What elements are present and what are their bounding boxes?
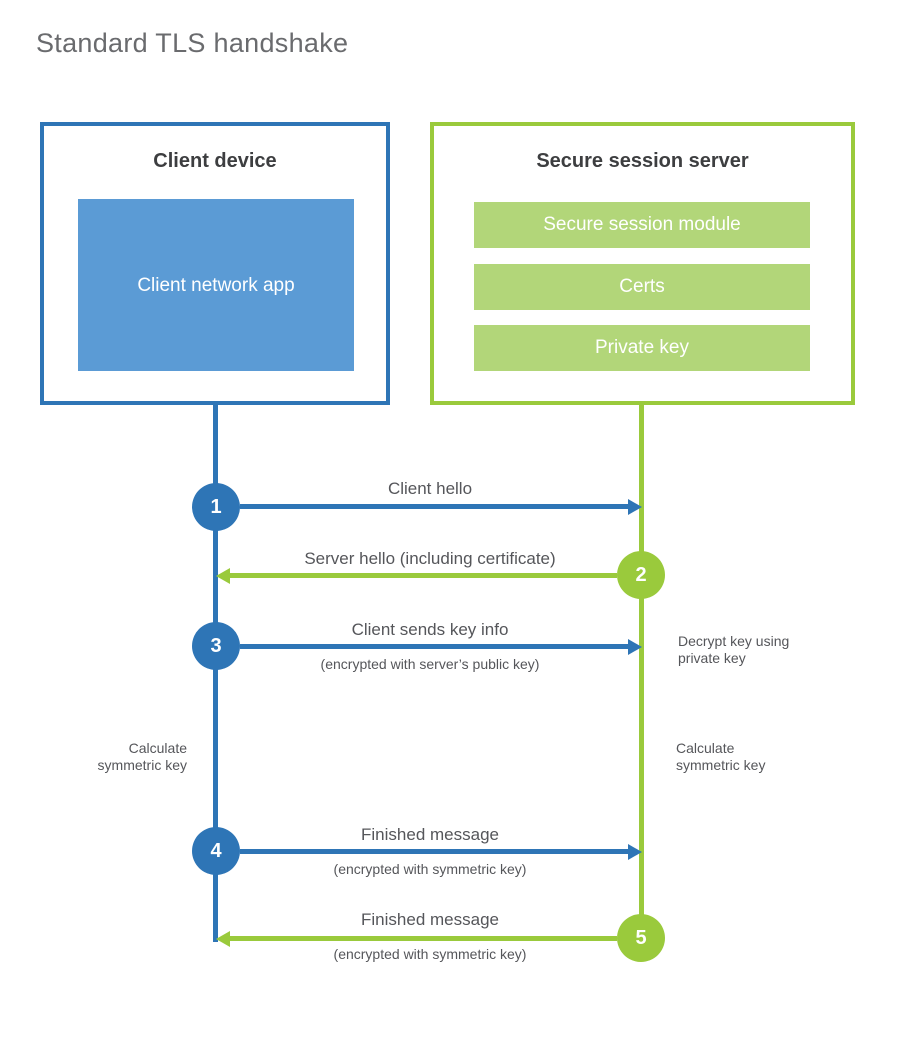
step-number-1: 1 xyxy=(210,495,222,518)
note-decrypt-key: Decrypt key using private key xyxy=(678,633,790,666)
arrow-server-hello-line xyxy=(230,573,617,578)
client-network-app-box: Client network app xyxy=(78,199,354,371)
note-calculate-symmetric-key-server: Calculate symmetric key xyxy=(676,740,766,773)
step-number-2: 2 xyxy=(635,563,647,586)
message-sublabel-finished-server: (encrypted with symmetric key) xyxy=(333,946,527,962)
arrow-client-hello-head-icon xyxy=(628,499,642,515)
message-label-server-hello: Server hello (including certificate) xyxy=(304,549,556,568)
step-number-5: 5 xyxy=(635,926,647,949)
note-calculate-symmetric-key-client: Calculate symmetric key xyxy=(97,740,187,773)
arrow-client-hello-line xyxy=(240,504,628,509)
message-label-finished-server: Finished message xyxy=(361,910,499,929)
step-number-4: 4 xyxy=(210,839,222,862)
message-label-client-hello: Client hello xyxy=(387,479,473,498)
client-network-app-label: Client network app xyxy=(137,274,295,296)
message-sublabel-key-info: (encrypted with server’s public key) xyxy=(320,656,540,672)
arrow-finished-client-head-icon xyxy=(628,844,642,860)
certs-bar: Certs xyxy=(474,264,810,310)
arrow-server-hello-head-icon xyxy=(216,568,230,584)
step-number-3: 3 xyxy=(210,634,222,657)
private-key-bar: Private key xyxy=(474,325,810,371)
secure-session-server-box: Secure session server Secure session mod… xyxy=(430,122,855,405)
arrow-finished-client-line xyxy=(240,849,628,854)
server-lifeline xyxy=(639,405,644,938)
client-device-title: Client device xyxy=(153,150,277,172)
step-badge-2: 2 xyxy=(617,551,665,599)
message-label-finished-client: Finished message xyxy=(361,825,499,844)
page-title: Standard TLS handshake xyxy=(36,28,349,58)
step-badge-5: 5 xyxy=(617,914,665,962)
arrow-finished-server-head-icon xyxy=(216,931,230,947)
client-lifeline xyxy=(213,405,218,942)
arrow-key-info-head-icon xyxy=(628,639,642,655)
arrow-key-info-line xyxy=(240,644,628,649)
arrow-finished-server-line xyxy=(230,936,617,941)
secure-session-server-title: Secure session server xyxy=(536,150,749,172)
message-sublabel-finished-client: (encrypted with symmetric key) xyxy=(333,861,527,877)
secure-session-module-bar: Secure session module xyxy=(474,202,810,248)
step-badge-1: 1 xyxy=(192,483,240,531)
message-label-key-info: Client sends key info xyxy=(351,620,509,639)
step-badge-4: 4 xyxy=(192,827,240,875)
client-device-box: Client device Client network app xyxy=(40,122,390,405)
step-badge-3: 3 xyxy=(192,622,240,670)
